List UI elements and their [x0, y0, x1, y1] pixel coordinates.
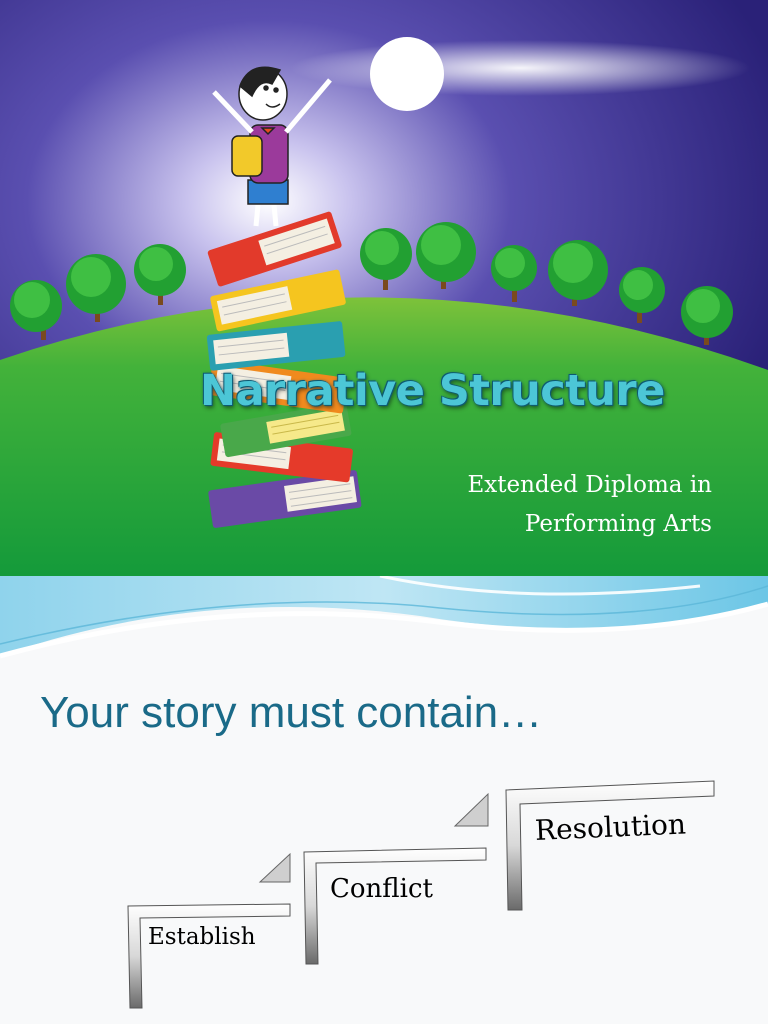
subtitle-line: Performing Arts — [524, 511, 712, 537]
book-stack — [206, 211, 362, 528]
tree — [10, 280, 62, 340]
title-slide-illustration — [0, 0, 768, 576]
step-frame-resolution — [505, 780, 715, 911]
step-frame-establish — [127, 852, 291, 1009]
book — [210, 269, 346, 332]
moon — [370, 37, 444, 111]
step-label-conflict: Conflict — [330, 874, 433, 904]
tree — [416, 222, 476, 289]
staircase-steps — [127, 780, 715, 1009]
book — [206, 321, 346, 371]
content-slide-artwork — [0, 576, 768, 1024]
book — [207, 211, 342, 287]
wave-header — [0, 576, 768, 659]
book — [220, 402, 352, 458]
tree — [491, 245, 537, 302]
slide-heading: Your story must contain… — [40, 688, 543, 737]
tree — [66, 254, 126, 322]
green-hill — [0, 297, 768, 576]
book — [208, 470, 362, 528]
subtitle-line: Extended Diploma in — [467, 472, 712, 498]
title-slide: Narrative Structure Extended Diploma in … — [0, 0, 768, 576]
tree — [681, 286, 733, 345]
moonlight-streak — [290, 40, 750, 96]
tree — [360, 228, 412, 290]
step-label-establish: Establish — [148, 924, 256, 950]
cartoon-kid — [212, 66, 332, 227]
tree — [619, 267, 665, 323]
slide-title: Narrative Structure — [200, 366, 665, 416]
trees — [10, 222, 733, 345]
step-frame-conflict — [303, 792, 489, 965]
book — [208, 359, 348, 414]
slide-subtitle: Extended Diploma in Performing Arts — [467, 466, 712, 544]
tree — [134, 244, 186, 305]
step-label-resolution: Resolution — [534, 807, 687, 847]
tree — [548, 240, 608, 306]
content-slide: Your story must contain… Establish Confl… — [0, 576, 768, 1024]
